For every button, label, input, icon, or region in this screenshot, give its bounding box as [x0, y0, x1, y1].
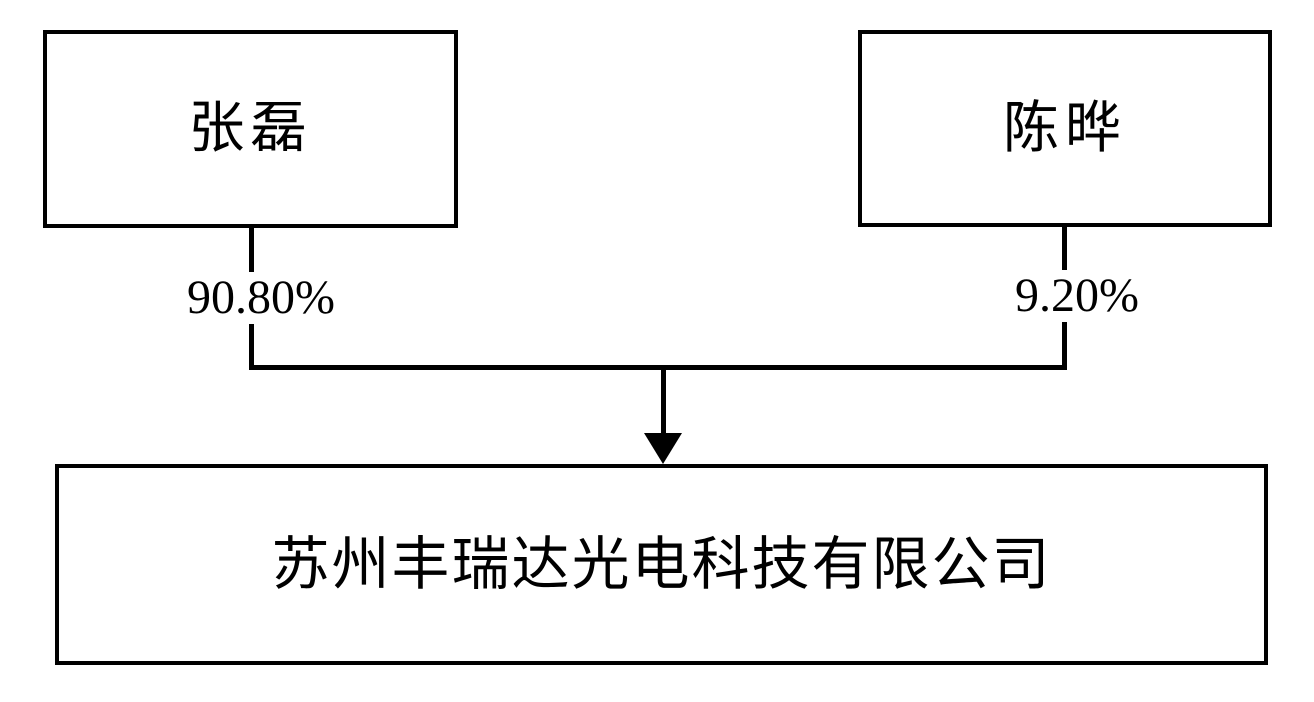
- shareholder-name-2: 陈晔: [1003, 97, 1127, 160]
- ownership-percentage-2: 9.20%: [1007, 270, 1147, 322]
- shareholder-name-1: 张磊: [188, 98, 313, 160]
- arrow-stem: [661, 368, 666, 440]
- shareholder-box-2: 陈晔: [858, 30, 1272, 227]
- ownership-percentage-1: 90.80%: [179, 272, 343, 324]
- arrow-down-icon: [644, 433, 682, 464]
- company-box: 苏州丰瑞达光电科技有限公司: [55, 464, 1268, 665]
- company-name: 苏州丰瑞达光电科技有限公司: [271, 531, 1052, 597]
- connector-horizontal: [249, 365, 1067, 370]
- shareholder-box-1: 张磊: [43, 30, 458, 228]
